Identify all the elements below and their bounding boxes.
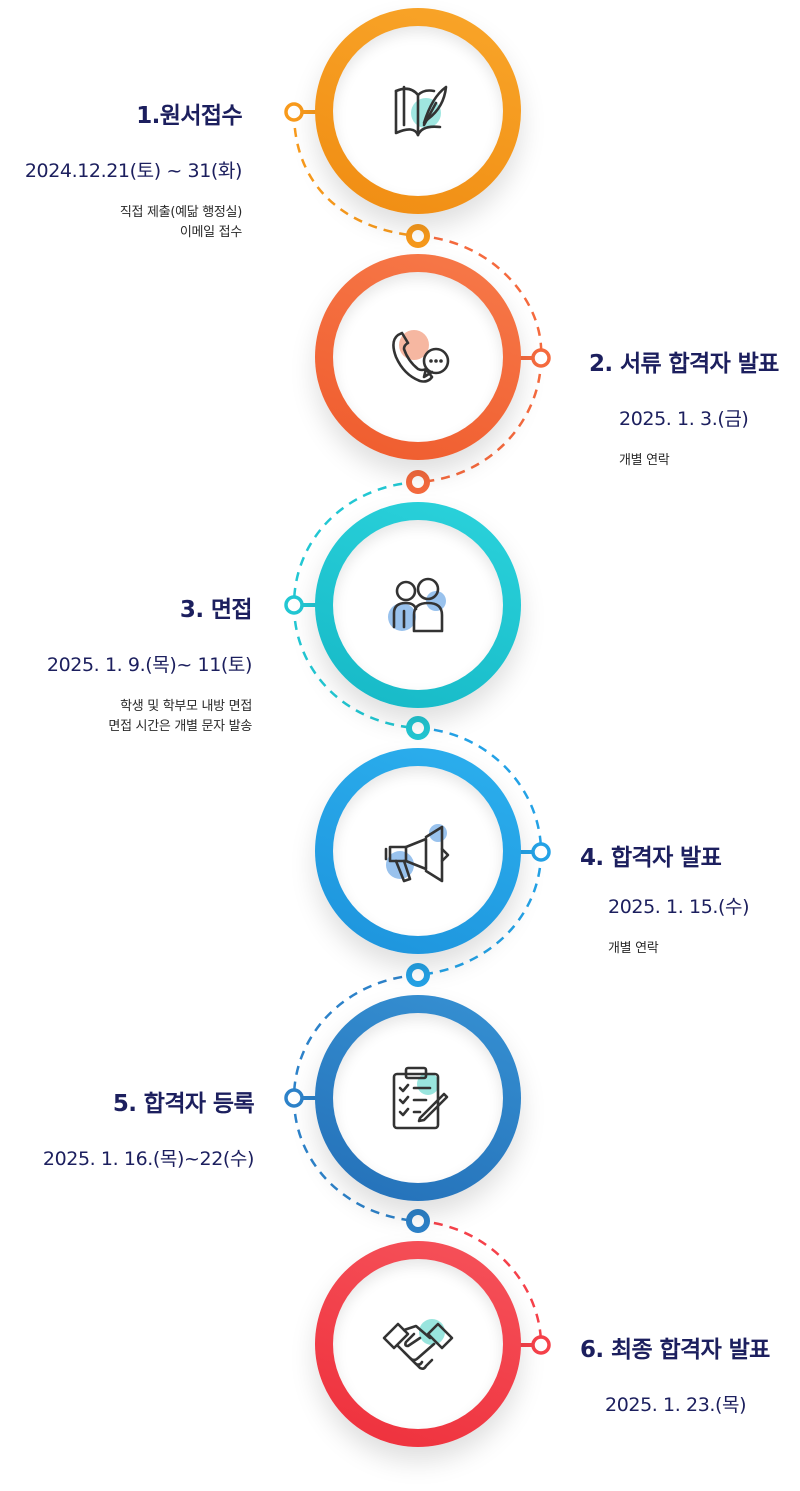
step-date: 2025. 1. 9.(목)~ 11(토) — [46, 654, 252, 676]
step-date: 2025. 1. 15.(수) — [608, 896, 750, 918]
step-title: 1.원서접수 — [136, 103, 242, 129]
step-5-ring — [315, 995, 521, 1201]
step-3-ring — [315, 502, 521, 708]
phone-chat-icon — [374, 313, 462, 401]
step-notes: 학생 및 학부모 내방 면접 면접 시간은 개별 문자 발송 — [0, 697, 252, 737]
step-5-text: 5. 합격자 등록 2025. 1. 16.(목)~22(수) — [0, 1084, 255, 1171]
step-title: 2. 서류 합격자 발표 — [589, 351, 779, 377]
step-date: 2025. 1. 3.(금) — [619, 408, 749, 430]
step-note: 개별 연락 — [608, 941, 659, 956]
step-3-text: 3. 면접 2025. 1. 9.(목)~ 11(토) 학생 및 학부모 내방 … — [0, 590, 253, 737]
step-4-text: 4. 합격자 발표 2025. 1. 15.(수) 개별 연락 — [580, 838, 800, 959]
step-2-ring — [315, 254, 521, 460]
step-1-text: 1.원서접수 2024.12.21(토) ~ 31(화) 직접 제출(예닮 행정… — [0, 96, 243, 243]
step-6-ring — [315, 1241, 521, 1447]
handshake-icon — [374, 1300, 462, 1388]
step-notes: 직접 제출(예닮 행정실) 이메일 접수 — [0, 203, 242, 243]
step-title: 6. 최종 합격자 발표 — [580, 1337, 770, 1363]
step-date: 2024.12.21(토) ~ 31(화) — [24, 160, 243, 182]
step-1-ring — [315, 8, 521, 214]
step-note: 학생 및 학부모 내방 면접 — [120, 699, 252, 714]
step-notes: 개별 연락 — [619, 451, 800, 471]
book-feather-icon — [374, 67, 462, 155]
step-note: 직접 제출(예닮 행정실) — [119, 205, 242, 220]
step-4-ring — [315, 748, 521, 954]
step-title: 5. 합격자 등록 — [112, 1091, 255, 1117]
step-note: 면접 시간은 개별 문자 발송 — [108, 719, 252, 734]
step-date: 2025. 1. 23.(목) — [605, 1394, 747, 1416]
megaphone-icon — [374, 807, 462, 895]
step-title: 3. 면접 — [179, 597, 253, 623]
step-title: 4. 합격자 발표 — [580, 845, 722, 871]
step-6-text: 6. 최종 합격자 발표 2025. 1. 23.(목) — [580, 1330, 800, 1417]
step-notes: 개별 연락 — [608, 939, 800, 959]
step-note: 개별 연락 — [619, 453, 670, 468]
step-2-text: 2. 서류 합격자 발표 2025. 1. 3.(금) 개별 연락 — [589, 344, 800, 471]
clipboard-check-icon — [374, 1054, 462, 1142]
step-note: 이메일 접수 — [179, 225, 242, 240]
people-icon — [374, 561, 462, 649]
step-date: 2025. 1. 16.(목)~22(수) — [42, 1148, 255, 1170]
